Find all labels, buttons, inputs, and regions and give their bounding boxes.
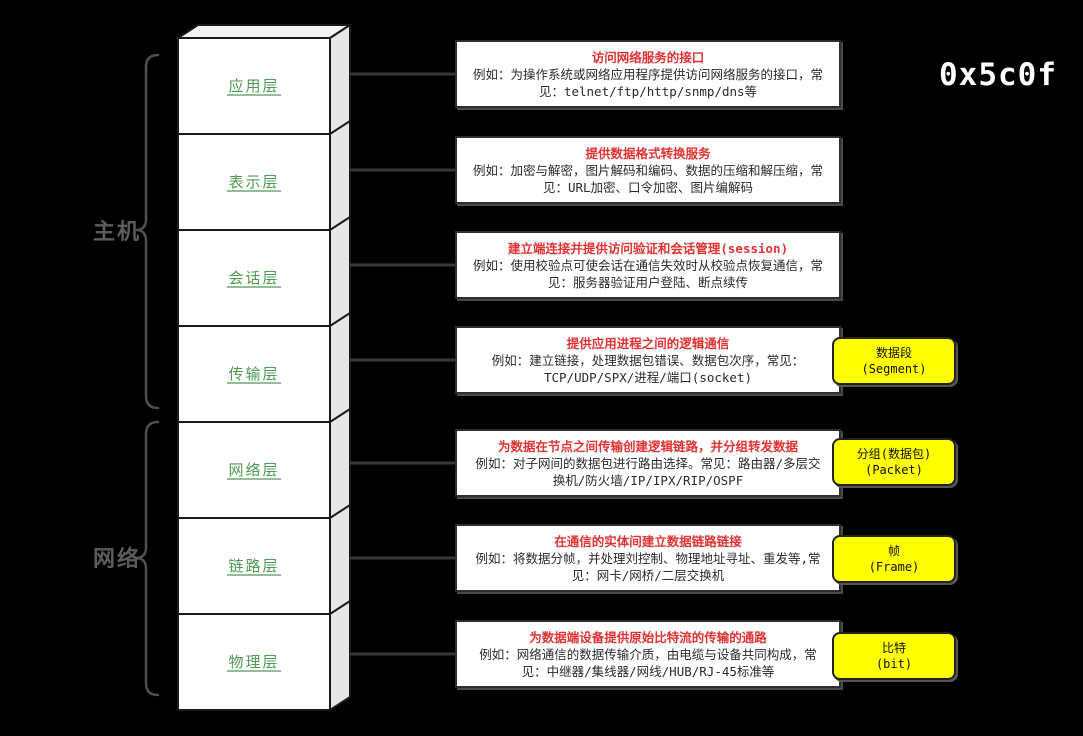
description-body: 例如：使用校验点可使会话在通信失效时从校验点恢复通信，常见：服务器验证用户登陆、… [472, 257, 823, 290]
data-unit-frame: 帧 (Frame) [832, 535, 956, 583]
description-box-datalink: 在通信的实体间建立数据链路链接 例如：将数据分帧，并处理刘控制、物理地址寻址、重… [455, 524, 841, 592]
watermark-logo: 0x5c0f [939, 57, 1057, 93]
description-box-network: 为数据在节点之间传输创建逻辑链路，并分组转发数据 例如：对子网间的数据包进行路由… [455, 429, 841, 497]
data-unit-name-cn: 数据段 [875, 346, 912, 360]
data-unit-name-en: (bit) [875, 657, 913, 671]
group-label-host: 主机 [93, 219, 141, 244]
network-brace [135, 420, 160, 697]
data-unit-bit: 比特 (bit) [832, 632, 956, 680]
description-body: 例如：为操作系统或网络应用程序提供访问网络服务的接口，常见：telnet/ftp… [472, 66, 823, 99]
layer-label-network: 网络层 [228, 462, 279, 479]
description-body: 例如：对子网间的数据包进行路由选择。常见：路由器/多层交换机/防火墙/IP/IP… [475, 455, 821, 488]
description-box-physical: 为数据端设备提供原始比特流的传输的通路 例如：网络通信的数据传输介质，由电缆与设… [455, 620, 841, 688]
description-body: 例如：加密与解密，图片解码和编码、数据的压缩和解压缩，常见：URL加密、口令加密… [472, 162, 823, 195]
stack-front-face [177, 37, 331, 711]
layer-label-underlines [227, 94, 281, 672]
description-title: 在通信的实体间建立数据链路链接 [554, 533, 742, 549]
layer-label-application: 应用层 [228, 77, 279, 95]
description-box-presentation: 提供数据格式转换服务 例如：加密与解密，图片解码和编码、数据的压缩和解压缩，常见… [455, 136, 841, 204]
description-title: 为数据端设备提供原始比特流的传输的通路 [529, 629, 767, 645]
description-box-application: 访问网络服务的接口 例如：为操作系统或网络应用程序提供访问网络服务的接口，常见：… [455, 40, 841, 108]
stack-to-description-connectors [350, 72, 455, 656]
layer-boundaries [178, 120, 351, 615]
data-unit-name-en: (Packet) [865, 463, 923, 477]
description-box-session: 建立端连接并提供访问验证和会话管理(session) 例如：使用校验点可使会话在… [455, 231, 841, 299]
layer-labels: 应用层 表示层 会话层 传输层 网络层 链路层 物理层 [227, 77, 281, 672]
data-unit-segment: 数据段 (Segment) [832, 337, 956, 385]
description-body: 例如：网络通信的数据传输介质，由电缆与设备共同构成，常见：中继器/集线器/网线/… [479, 646, 817, 679]
group-braces [135, 53, 160, 697]
description-title: 为数据在节点之间传输创建逻辑链路，并分组转发数据 [497, 438, 798, 454]
data-unit-name-cn: 比特 [881, 641, 906, 655]
data-unit-packet: 分组(数据包) (Packet) [832, 438, 956, 486]
description-title: 提供应用进程之间的逻辑通信 [566, 335, 730, 351]
layer-label-presentation: 表示层 [228, 174, 279, 191]
layer-label-session: 会话层 [228, 270, 279, 287]
description-title: 建立端连接并提供访问验证和会话管理(session) [507, 240, 789, 256]
description-body: 例如：建立链接，处理数据包错误、数据包次序，常见：TCP/UDP/SPX/进程/… [491, 352, 805, 385]
description-body: 例如：将数据分帧，并处理刘控制、物理地址寻址、重发等,常见：网卡/网桥/二层交换… [475, 550, 821, 583]
layer-label-datalink: 链路层 [228, 558, 279, 575]
description-title: 访问网络服务的接口 [591, 49, 705, 65]
description-box-transport: 提供应用进程之间的逻辑通信 例如：建立链接，处理数据包错误、数据包次序，常见：T… [455, 326, 841, 394]
group-label-network: 网络 [93, 546, 141, 571]
data-unit-name-cn: 分组(数据包) [856, 447, 932, 461]
stack-top-face [174, 24, 354, 39]
data-unit-name-en: (Segment) [861, 362, 927, 376]
layer-label-physical: 物理层 [228, 654, 279, 671]
description-title: 提供数据格式转换服务 [585, 145, 711, 161]
data-unit-name-cn: 帧 [887, 544, 900, 558]
data-unit-name-en: (Frame) [868, 560, 920, 574]
layer-label-transport: 传输层 [228, 366, 279, 383]
host-brace [135, 53, 160, 410]
